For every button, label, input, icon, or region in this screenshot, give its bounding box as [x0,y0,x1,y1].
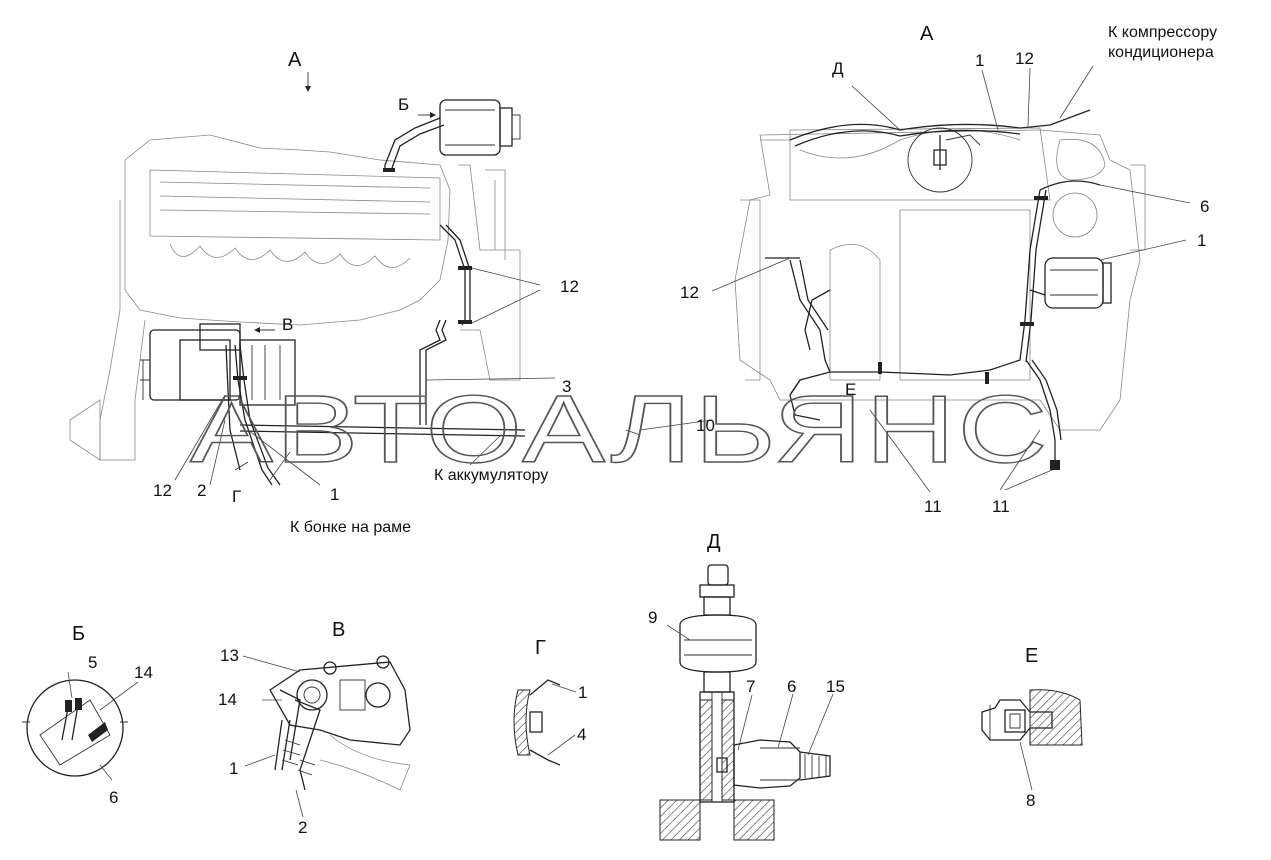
detail-v-marker-2: 2 [298,818,307,837]
detail-v [242,655,411,818]
callout-compressor-line2: кондиционера [1108,44,1214,61]
callout-compressor-line1: К компрессору [1108,24,1217,41]
marker-10: 10 [696,416,715,435]
detail-b-title: Б [72,623,85,645]
arrow-b-label: Б [398,95,409,114]
alternator-top [383,99,521,172]
marker-12-top-right: 12 [1015,49,1034,68]
detail-v-marker-1: 1 [229,759,238,778]
marker-11-left: 11 [924,497,942,516]
marker-12-left-right: 12 [680,283,699,302]
detail-d-marker-6: 6 [787,677,796,696]
arrow-v-label: В [282,315,293,334]
detail-g-marker-4: 4 [577,725,586,744]
detail-b-marker-14: 14 [134,663,153,682]
callout-accumulator: К аккумулятору [434,467,548,484]
right-engine-view [625,65,1191,493]
watermark-text: АВТОАЛЬЯНС [190,376,1050,483]
detail-e-marker-8: 8 [1026,791,1035,810]
arrow-g-label: Г [232,487,241,506]
marker-12-top-left: 12 [560,277,579,296]
detail-d-marker-15: 15 [826,677,845,696]
detail-e-title: Е [1025,645,1038,667]
arrow-d-label: Д [832,59,844,78]
detail-d-marker-9: 9 [648,608,657,627]
arrow-e-label: Е [845,380,856,399]
detail-d-marker-7: 7 [746,677,755,696]
marker-1-left: 1 [330,485,339,504]
detail-b-marker-5: 5 [88,653,97,672]
detail-v-marker-13: 13 [220,646,239,665]
view-a-left-label: А [288,49,302,71]
marker-1-top-right: 1 [975,51,984,70]
detail-v-marker-14: 14 [218,690,237,709]
detail-g-marker-1: 1 [578,683,587,702]
marker-6-right: 6 [1200,197,1209,216]
marker-3: 3 [562,377,571,396]
callout-frame-tank: К бонке на раме [290,519,411,536]
labels: А Б В 12 3 12 2 Г 1 К аккумулятору К бон… [72,23,1217,837]
starter-assembly [140,323,296,406]
detail-g [513,679,577,766]
view-a-right-label: А [920,23,934,45]
marker-2-left: 2 [197,481,206,500]
marker-12-bottom-left: 12 [153,481,172,500]
detail-v-title: В [332,619,345,641]
alternator-right [907,127,1112,309]
marker-1-side-right: 1 [1197,231,1206,250]
detail-b [22,671,139,781]
detail-g-title: Г [535,637,546,659]
detail-b-marker-6: 6 [109,788,118,807]
detail-d-title: Д [707,531,721,553]
detail-e [981,689,1083,791]
detail-d [659,564,834,841]
left-engine-view [69,72,556,486]
marker-11-right: 11 [992,497,1010,516]
